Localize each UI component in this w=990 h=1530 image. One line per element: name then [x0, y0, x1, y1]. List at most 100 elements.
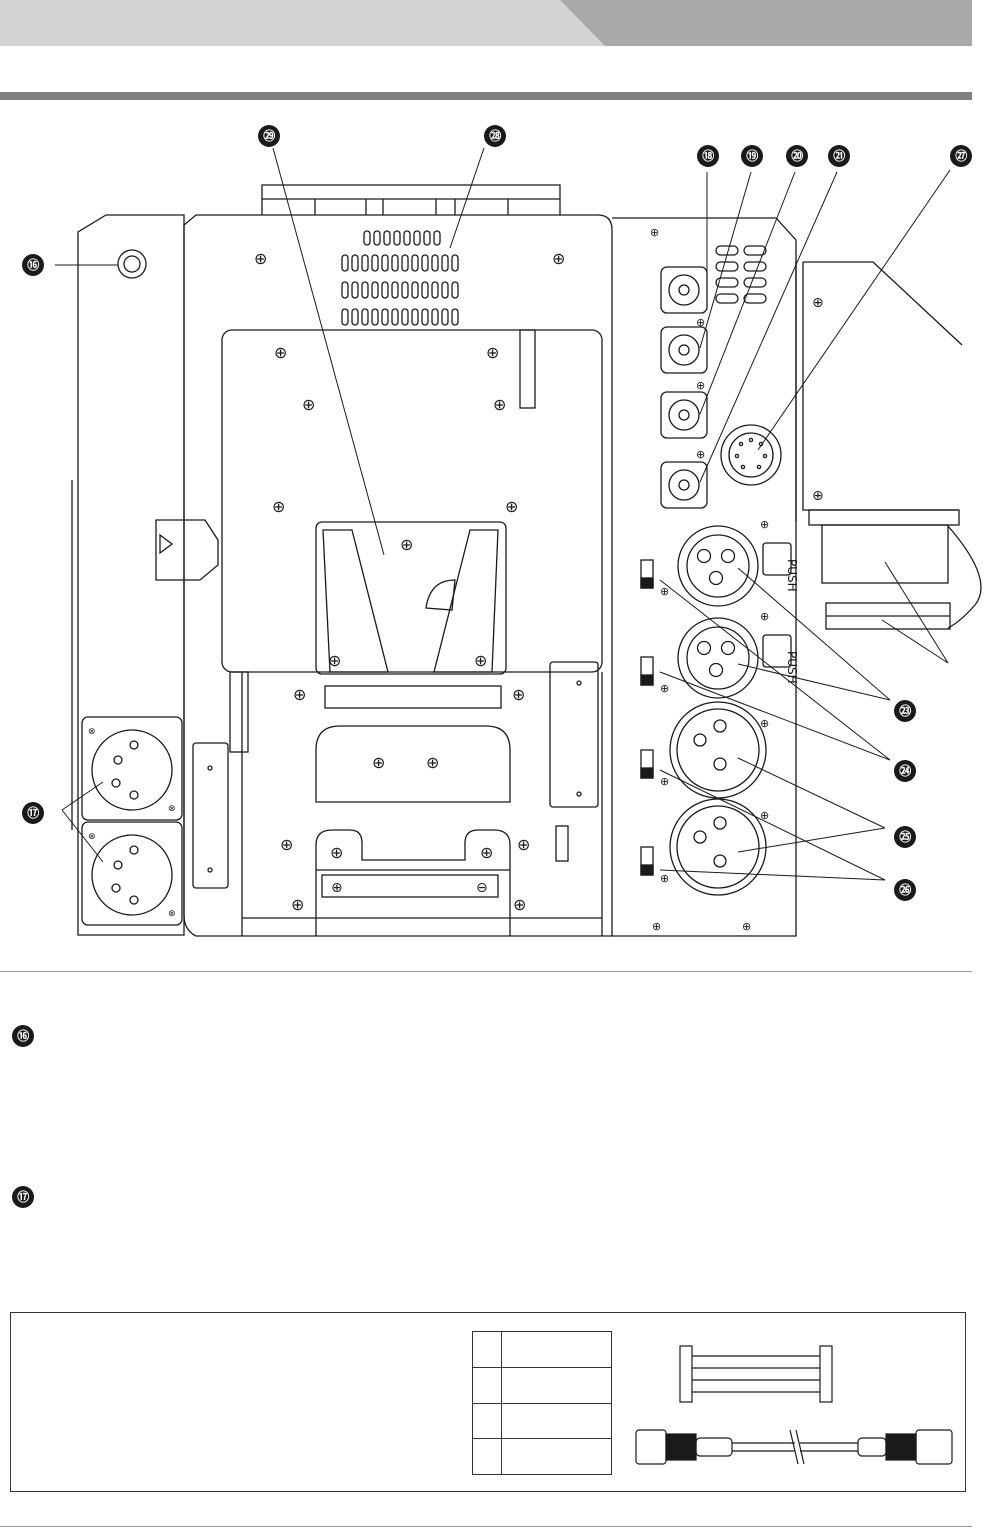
- pin-cell: [472, 1438, 502, 1475]
- callout-28: ㉘: [484, 125, 506, 147]
- xlr-panel-upper: [81, 716, 183, 821]
- svg-text:⊖: ⊖: [476, 880, 488, 896]
- footer-divider: [0, 1526, 972, 1527]
- svg-text:⊕: ⊕: [400, 535, 413, 554]
- inner-plate: [221, 329, 603, 673]
- table-row: [472, 1402, 612, 1440]
- cable-curve: [947, 525, 982, 629]
- callout-27: ㉗: [950, 145, 972, 167]
- svg-text:⊕: ⊕: [660, 872, 669, 885]
- svg-text:⊕: ⊕: [274, 343, 287, 362]
- svg-text:⊕: ⊕: [254, 249, 267, 268]
- svg-text:⊕: ⊕: [760, 809, 769, 822]
- table-row: [472, 1438, 612, 1475]
- dome-cover: [315, 725, 511, 803]
- xlr-input-upper: [91, 729, 173, 811]
- callout-19: ⑲: [741, 145, 763, 167]
- side-bracket: [155, 519, 219, 581]
- callout-18: ⑱: [697, 145, 719, 167]
- page-header-band: [0, 0, 972, 46]
- xlr-male-connectors: ⊕ ⊕: [669, 701, 769, 896]
- pin-cell: [472, 1402, 502, 1440]
- plate-slot-right: [519, 329, 536, 409]
- section-divider: [0, 971, 972, 972]
- svg-text:⊕: ⊕: [505, 497, 518, 516]
- rear-panel-diagram: ⊗ ⊗ ⊗ ⊗: [55, 147, 982, 937]
- header-band-graphic: [0, 0, 972, 46]
- svg-text:⊕: ⊕: [302, 395, 315, 414]
- earphone-jack-outer: [117, 249, 147, 279]
- v-mount-plate: ⊕ ⊕: [315, 521, 507, 675]
- svg-text:⊕: ⊕: [480, 843, 493, 862]
- callout-26: ㉖: [894, 879, 916, 901]
- callout-21: ㉑: [828, 145, 850, 167]
- svg-text:⊕: ⊕: [293, 685, 306, 704]
- svg-text:⊕: ⊕: [331, 880, 343, 896]
- svg-text:⊕: ⊕: [812, 488, 824, 504]
- svg-text:⊕: ⊕: [330, 843, 343, 862]
- mount-lip: [808, 509, 960, 526]
- svg-text:⊗: ⊗: [88, 727, 96, 737]
- plate-screws: ⊕⊕ ⊕⊕ ⊕⊕ ⊕⊕ ⊕ ⊕⊕ ⊕⊕ ⊕⊕ ⊕⊕ ⊕⊕: [254, 249, 565, 914]
- svg-text:⊕: ⊕: [517, 835, 530, 854]
- left-bracket: [192, 742, 229, 889]
- top-right-box-top: [803, 261, 963, 346]
- svg-text:⊕: ⊕: [513, 895, 526, 914]
- cable-illustration: [635, 1345, 953, 1465]
- vent-slots: [341, 230, 459, 326]
- svg-text:⊕: ⊕: [660, 775, 669, 788]
- wire-bundle: [679, 1345, 833, 1403]
- top-rail: [261, 184, 561, 215]
- svg-text:⊕: ⊕: [474, 651, 487, 670]
- svg-text:⊕: ⊕: [486, 343, 499, 362]
- left-body-outline: [77, 214, 185, 936]
- callout-23: ㉓: [894, 700, 916, 722]
- callout-20: ⑳: [786, 145, 808, 167]
- pin-desc: [501, 1331, 612, 1368]
- svg-text:⊕: ⊕: [552, 249, 565, 268]
- push-label-upper: PUSH: [785, 559, 799, 592]
- svg-text:⊕: ⊕: [291, 895, 304, 914]
- pin-desc: [501, 1438, 612, 1475]
- xlr-panel-lower: [81, 821, 183, 926]
- triangle-mark-icon: [159, 533, 174, 555]
- push-label-lower: PUSH: [785, 651, 799, 684]
- svg-text:⊕: ⊕: [696, 379, 705, 392]
- svg-text:⊗: ⊗: [168, 909, 176, 919]
- svg-text:⊕: ⊕: [280, 835, 293, 854]
- callout-29: ㉙: [258, 125, 280, 147]
- pin-desc: [501, 1402, 612, 1440]
- plate-slot-left: [229, 671, 249, 753]
- svg-text:⊕: ⊕: [328, 651, 341, 670]
- pin-desc: [501, 1366, 612, 1404]
- small-slot: [555, 825, 569, 862]
- earphone-jack-inner: [123, 255, 141, 273]
- xlr-input-lower: [91, 834, 173, 916]
- svg-text:⊕: ⊕: [760, 610, 769, 623]
- svg-text:⊕: ⊕: [426, 753, 439, 772]
- svg-text:⊗: ⊗: [88, 832, 96, 842]
- table-row: [472, 1331, 612, 1368]
- svg-text:⊕: ⊕: [760, 518, 769, 531]
- svg-text:⊕: ⊕: [652, 920, 661, 933]
- top-right-box: [802, 262, 958, 511]
- svg-text:⊕: ⊕: [660, 682, 669, 695]
- xlr-cable: [635, 1429, 953, 1465]
- svg-text:⊕: ⊕: [760, 717, 769, 730]
- callout-24: ㉔: [894, 760, 916, 782]
- connector-panel: [612, 217, 797, 937]
- svg-text:⊕: ⊕: [493, 395, 506, 414]
- svg-text:⊕: ⊕: [272, 497, 285, 516]
- callout-17: ⑰: [22, 802, 44, 824]
- svg-text:⊕: ⊕: [372, 753, 385, 772]
- pin-table: [472, 1331, 612, 1475]
- pin-cell: [472, 1331, 502, 1368]
- leader-lines: [55, 147, 951, 881]
- svg-text:⊕: ⊕: [696, 316, 705, 329]
- info-box: [10, 1312, 966, 1492]
- multi-pin-connector: [720, 424, 782, 486]
- svg-text:⊕: ⊕: [812, 295, 824, 311]
- mount-block: [821, 524, 949, 584]
- svg-text:⊗: ⊗: [168, 804, 176, 814]
- svg-text:⊕: ⊕: [512, 685, 525, 704]
